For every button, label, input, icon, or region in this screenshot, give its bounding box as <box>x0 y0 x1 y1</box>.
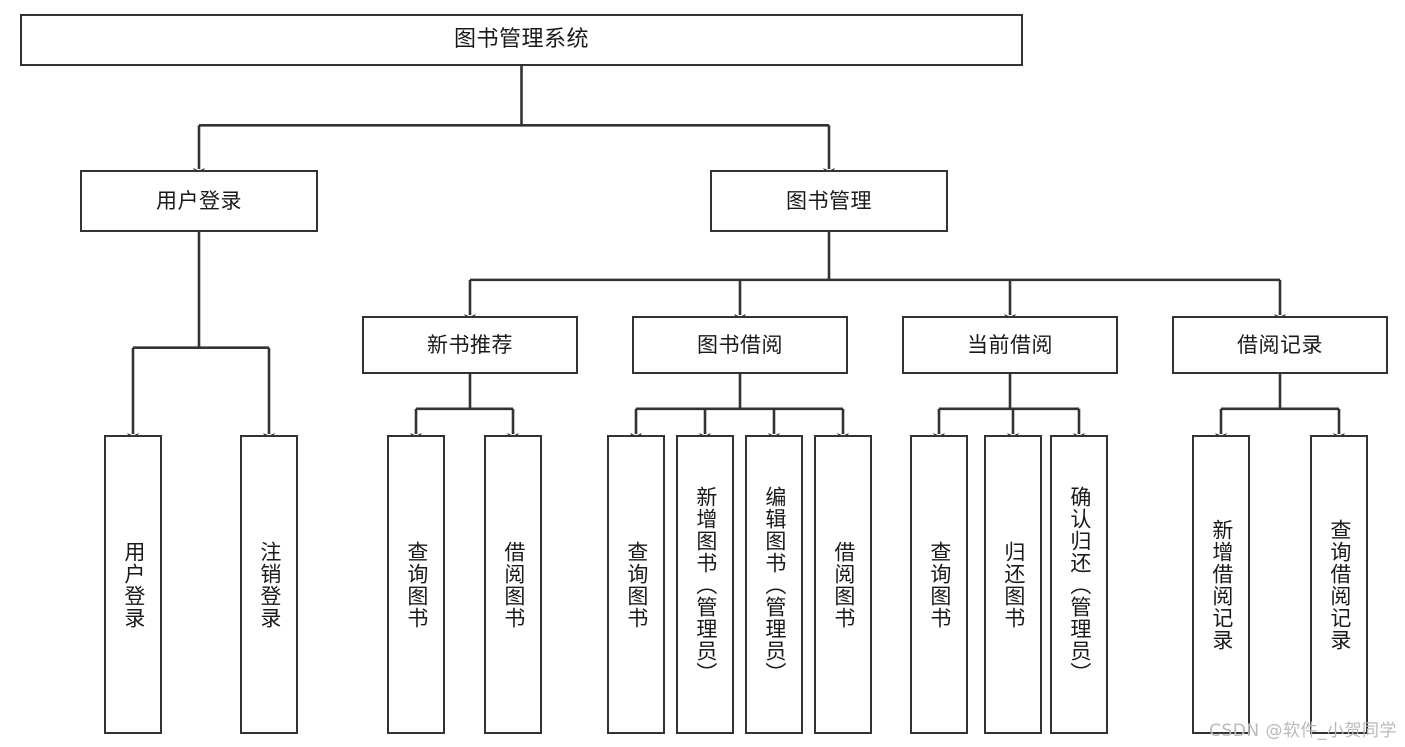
node-label: 图书管理 <box>786 188 872 213</box>
node-label: 借阅图书 <box>831 540 856 629</box>
node-label: 当前借阅 <box>967 332 1053 357</box>
node-label: 查询图书 <box>404 540 429 629</box>
node-leaf-add-book[interactable]: 新增图书（管理员） <box>676 435 734 734</box>
node-label: 借阅记录 <box>1237 332 1323 357</box>
node-root[interactable]: 图书管理系统 <box>20 14 1023 66</box>
node-new-book-recommend[interactable]: 新书推荐 <box>362 316 578 374</box>
node-label: 查询图书 <box>927 540 952 629</box>
node-current-borrow[interactable]: 当前借阅 <box>902 316 1118 374</box>
node-leaf-edit-book[interactable]: 编辑图书（管理员） <box>745 435 803 734</box>
node-leaf-query-record[interactable]: 查询借阅记录 <box>1310 435 1368 734</box>
node-label: 用户登录 <box>121 540 146 629</box>
node-leaf-confirm-return[interactable]: 确认归还（管理员） <box>1050 435 1108 734</box>
node-leaf-return-book[interactable]: 归还图书 <box>984 435 1042 734</box>
node-label: 查询借阅记录 <box>1327 518 1352 651</box>
node-borrow-record[interactable]: 借阅记录 <box>1172 316 1388 374</box>
node-user-login[interactable]: 用户登录 <box>80 170 318 232</box>
watermark: CSDN @软件_小贺同学 <box>1209 721 1397 741</box>
node-leaf-logout-login[interactable]: 注销登录 <box>240 435 298 734</box>
node-leaf-borrow-book-1[interactable]: 借阅图书 <box>484 435 542 734</box>
node-book-borrow[interactable]: 图书借阅 <box>632 316 848 374</box>
node-label: 图书借阅 <box>697 332 783 357</box>
node-label: 归还图书 <box>1001 540 1026 629</box>
node-leaf-query-book-3[interactable]: 查询图书 <box>910 435 968 734</box>
node-label: 确认归还（管理员） <box>1067 485 1092 684</box>
node-leaf-query-book-1[interactable]: 查询图书 <box>387 435 445 734</box>
node-leaf-add-record[interactable]: 新增借阅记录 <box>1192 435 1250 734</box>
node-label: 新增借阅记录 <box>1209 518 1234 651</box>
node-label: 新增图书（管理员） <box>693 485 718 684</box>
node-leaf-user-login[interactable]: 用户登录 <box>104 435 162 734</box>
node-leaf-query-book-2[interactable]: 查询图书 <box>607 435 665 734</box>
node-label: 新书推荐 <box>427 332 513 357</box>
node-label: 注销登录 <box>257 540 282 629</box>
node-label: 用户登录 <box>156 188 242 213</box>
node-leaf-borrow-book-2[interactable]: 借阅图书 <box>814 435 872 734</box>
node-label: 编辑图书（管理员） <box>762 485 787 684</box>
node-book-manage[interactable]: 图书管理 <box>710 170 948 232</box>
node-label: 借阅图书 <box>501 540 526 629</box>
node-label: 查询图书 <box>624 540 649 629</box>
node-label: 图书管理系统 <box>453 27 589 53</box>
